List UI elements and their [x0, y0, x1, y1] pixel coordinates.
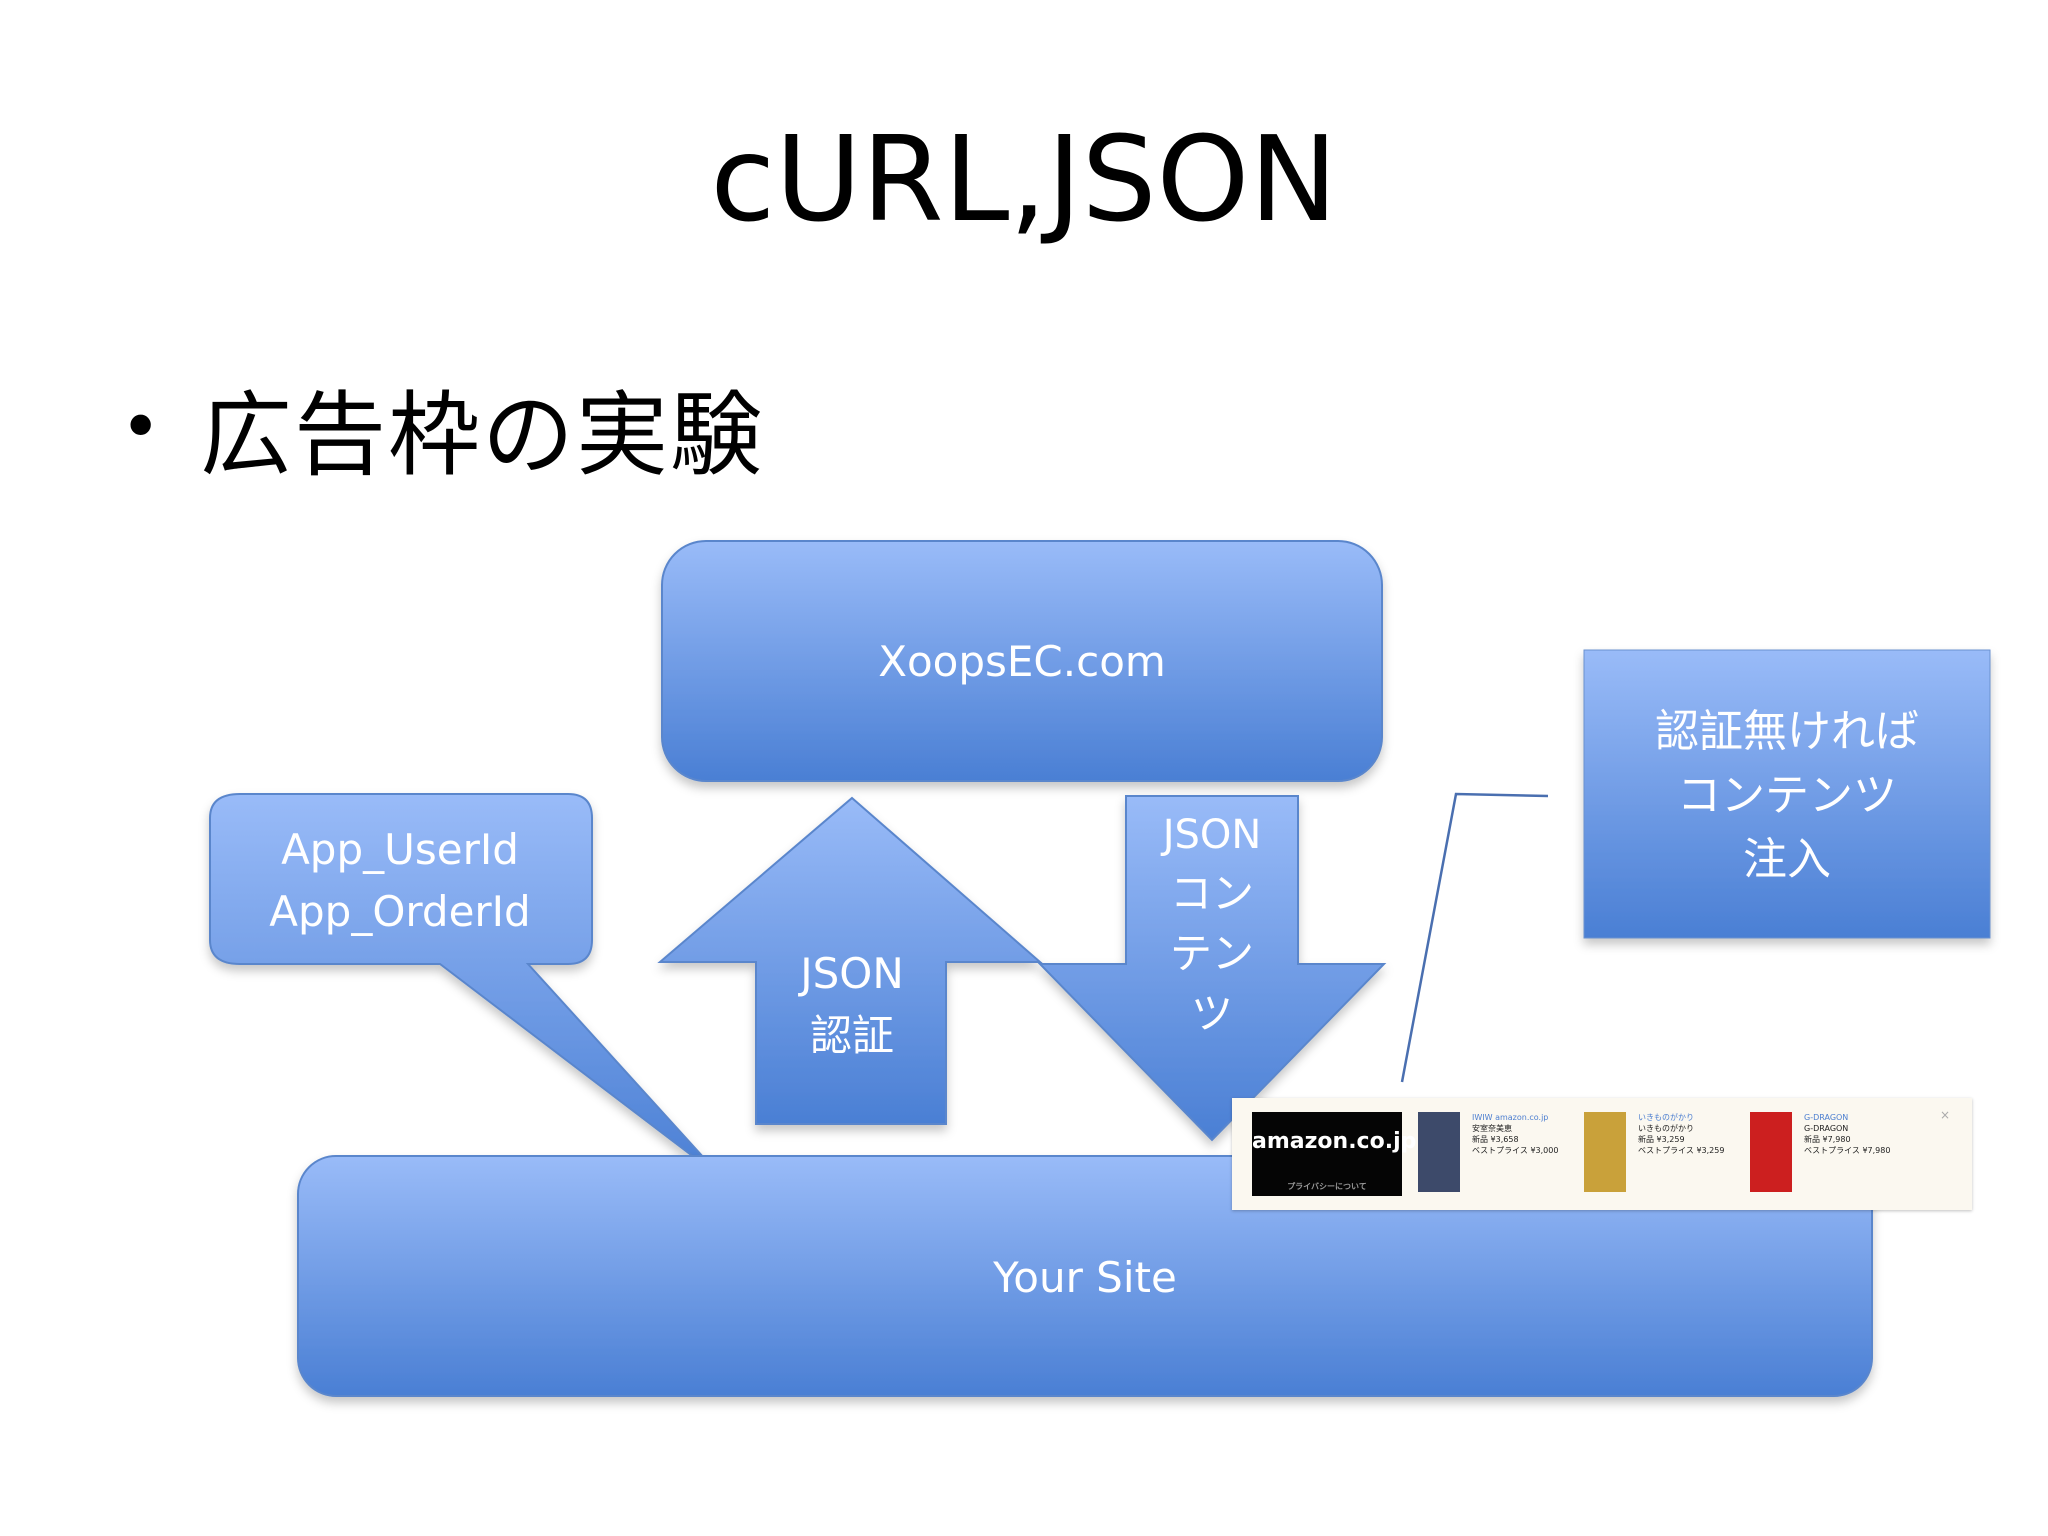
- ad-item[interactable]: G-DRAGON G-DRAGON 新品 ¥7,980 ベストプライス ¥7,9…: [1750, 1112, 1900, 1196]
- ad-item-thumbnail: [1750, 1112, 1792, 1192]
- ad-item[interactable]: いきものがかり いきものがかり 新品 ¥3,259 ベストプライス ¥3,259: [1584, 1112, 1734, 1196]
- amazon-logo-text: amazon.co.jp: [1252, 1129, 1417, 1154]
- params-callout-userid: App_UserId: [281, 825, 519, 874]
- up-arrow-label-auth: 認証: [810, 1011, 894, 1060]
- ad-item-best-price: ベストプライス ¥3,259: [1638, 1146, 1725, 1155]
- slide-title: cURL,JSON: [710, 110, 1338, 248]
- site-box: Your Site: [297, 1155, 1873, 1397]
- bullet-dot: •: [120, 386, 162, 468]
- ad-item-price: 新品 ¥7,980: [1804, 1135, 1851, 1144]
- ad-item-price: 新品 ¥3,259: [1638, 1135, 1685, 1144]
- ad-item-title: G-DRAGON: [1804, 1113, 1849, 1122]
- close-icon[interactable]: ×: [1939, 1108, 1950, 1122]
- ad-item-best-price: ベストプライス ¥7,980: [1804, 1146, 1891, 1155]
- down-arrow-label-te: テン: [1170, 929, 1254, 978]
- bullet-text: 広告枠の実験: [200, 381, 765, 489]
- ad-item-title: IWIW amazon.co.jp: [1472, 1113, 1549, 1122]
- params-callout: App_UserId App_OrderId: [209, 793, 725, 1181]
- ad-item[interactable]: IWIW amazon.co.jp 安室奈美恵 新品 ¥3,658 ベストプライ…: [1418, 1112, 1568, 1196]
- ad-item-price: 新品 ¥3,658: [1472, 1135, 1519, 1144]
- ad-item-thumbnail: [1584, 1112, 1626, 1192]
- note-box: 認証無ければ コンテンツ 注入: [1583, 649, 1991, 939]
- params-callout-orderid: App_OrderId: [269, 887, 530, 936]
- amazon-logo[interactable]: amazon.co.jp プライバシーについて: [1252, 1112, 1416, 1196]
- note-box-line3: 注入: [1743, 834, 1831, 885]
- down-arrow-label-tsu: ツ: [1191, 989, 1233, 1038]
- amazon-logo-sub: プライバシーについて: [1287, 1182, 1367, 1191]
- server-box: XoopsEC.com: [661, 540, 1383, 782]
- ad-item-title: いきものがかり: [1638, 1113, 1694, 1122]
- site-box-label: Your Site: [992, 1253, 1177, 1302]
- ad-item-thumbnail: [1418, 1112, 1460, 1192]
- server-box-label: XoopsEC.com: [878, 637, 1166, 686]
- ad-item-artist: G-DRAGON: [1804, 1124, 1849, 1133]
- ad-item-best-price: ベストプライス ¥3,000: [1472, 1146, 1559, 1155]
- note-box-line2: コンテンツ: [1677, 770, 1897, 821]
- down-arrow-label-json: JSON: [1160, 812, 1262, 858]
- down-arrow-label-ko: コン: [1170, 869, 1254, 918]
- note-box-line1: 認証無ければ: [1655, 706, 1919, 757]
- amazon-ad-banner[interactable]: amazon.co.jp プライバシーについて IWIW amazon.co.j…: [1232, 1098, 1972, 1210]
- up-arrow-label-json: JSON: [797, 949, 904, 998]
- bullet-point: • 広告枠の実験: [120, 372, 764, 489]
- note-leader-line: [1400, 792, 1549, 1083]
- down-arrow: JSON コン ン テン ン ツ: [1037, 795, 1387, 1142]
- ad-item-artist: 安室奈美恵: [1472, 1124, 1512, 1133]
- ad-item-artist: いきものがかり: [1638, 1124, 1694, 1133]
- up-arrow: JSON 認証: [657, 796, 1043, 1125]
